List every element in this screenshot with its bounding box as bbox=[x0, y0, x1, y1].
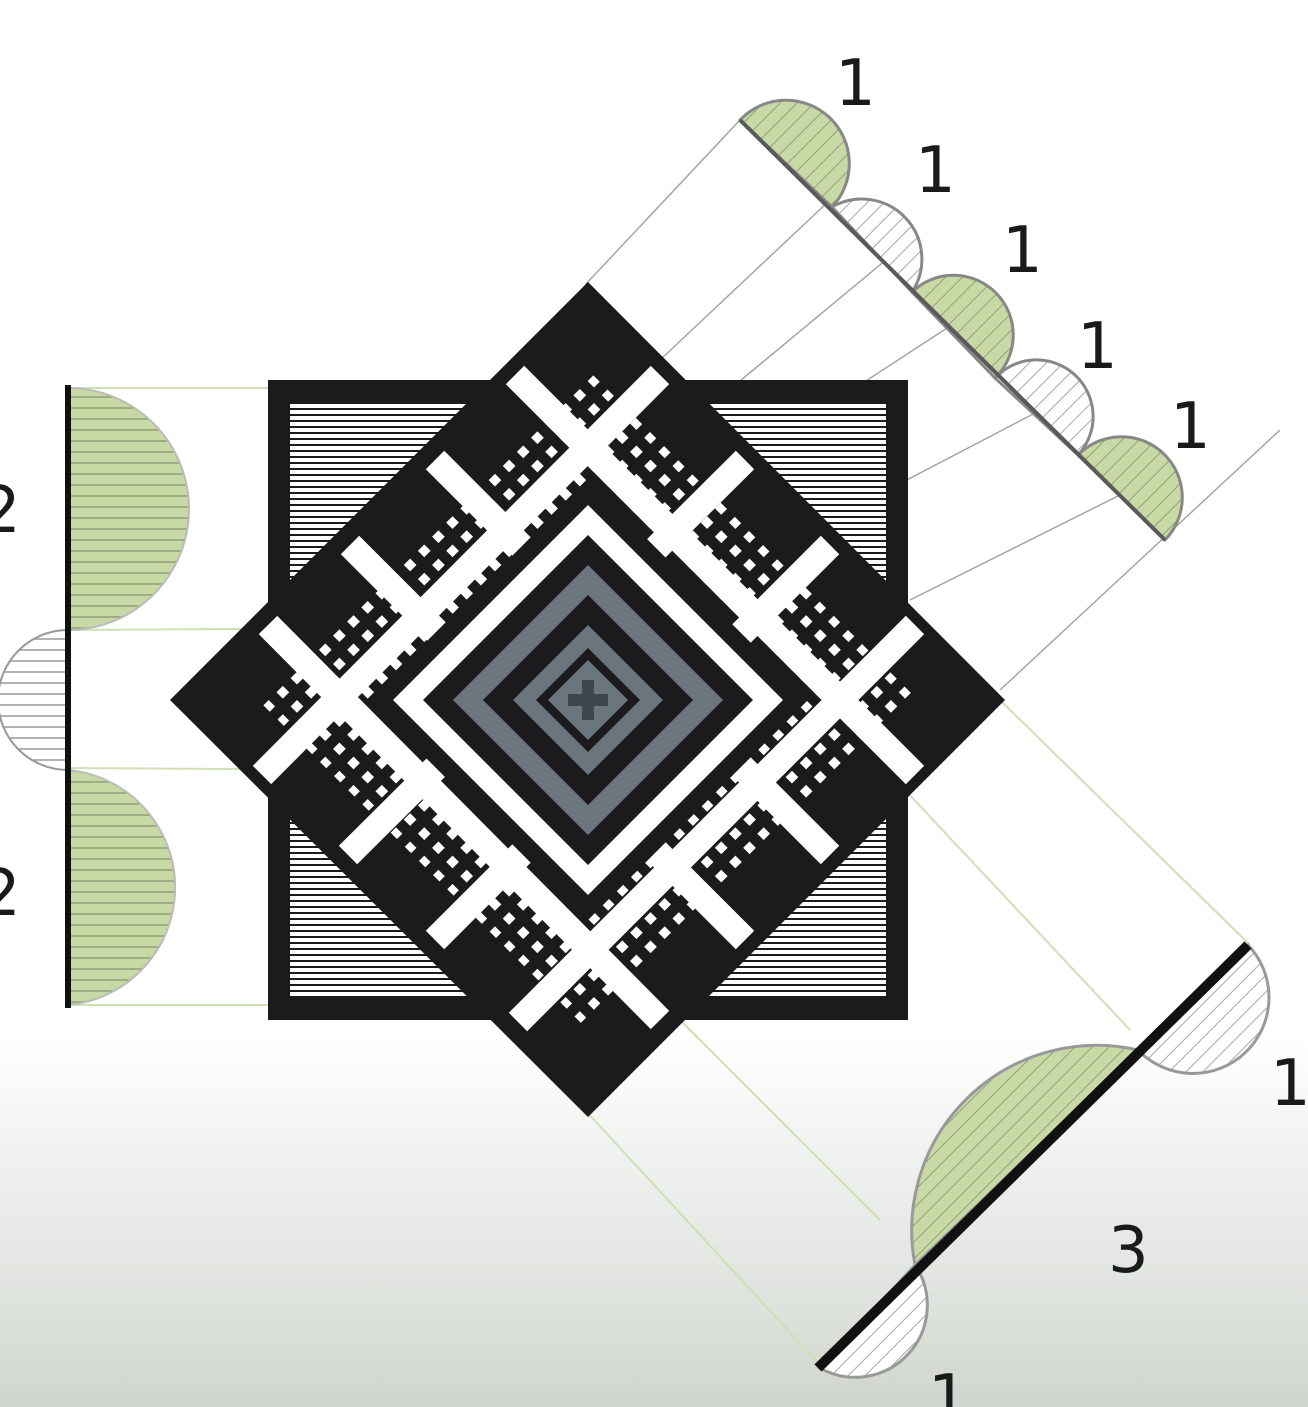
top-label-4: 1 bbox=[1077, 310, 1118, 384]
left-label-lower: 2 bbox=[0, 857, 21, 931]
bottom-right-label-small-bottom: 1 bbox=[928, 1362, 969, 1407]
top-label-2: 1 bbox=[915, 134, 956, 208]
top-label-1: 1 bbox=[835, 47, 876, 121]
top-label-5: 1 bbox=[1170, 390, 1211, 464]
bottom-right-label-small-top: 1 bbox=[1270, 1047, 1308, 1121]
left-semicircle-chain bbox=[0, 385, 189, 1008]
top-label-3: 1 bbox=[1002, 214, 1043, 288]
left-label-upper: 2 bbox=[0, 474, 21, 548]
central-motif bbox=[170, 282, 1005, 1117]
bottom-right-label-big: 3 bbox=[1108, 1214, 1149, 1288]
